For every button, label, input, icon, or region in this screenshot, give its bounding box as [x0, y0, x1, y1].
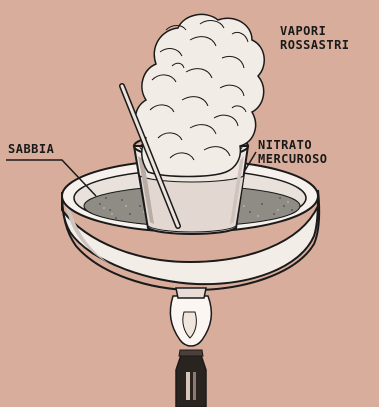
vapors-label-line2: ROSSASTRI: [280, 38, 350, 52]
bunsen-burner-icon: [176, 350, 206, 407]
vapors-label-line1: VAPORI: [280, 24, 350, 38]
vapors-label: VAPORI ROSSASTRI: [280, 24, 350, 52]
sand-label: SABBIA: [8, 142, 54, 156]
nitrate-label: NITRATO MERCUROSO: [258, 138, 328, 166]
nitrate-label-line1: NITRATO: [258, 138, 328, 152]
nitrate-label-line2: MERCUROSO: [258, 152, 328, 166]
flame-icon: [170, 296, 211, 346]
